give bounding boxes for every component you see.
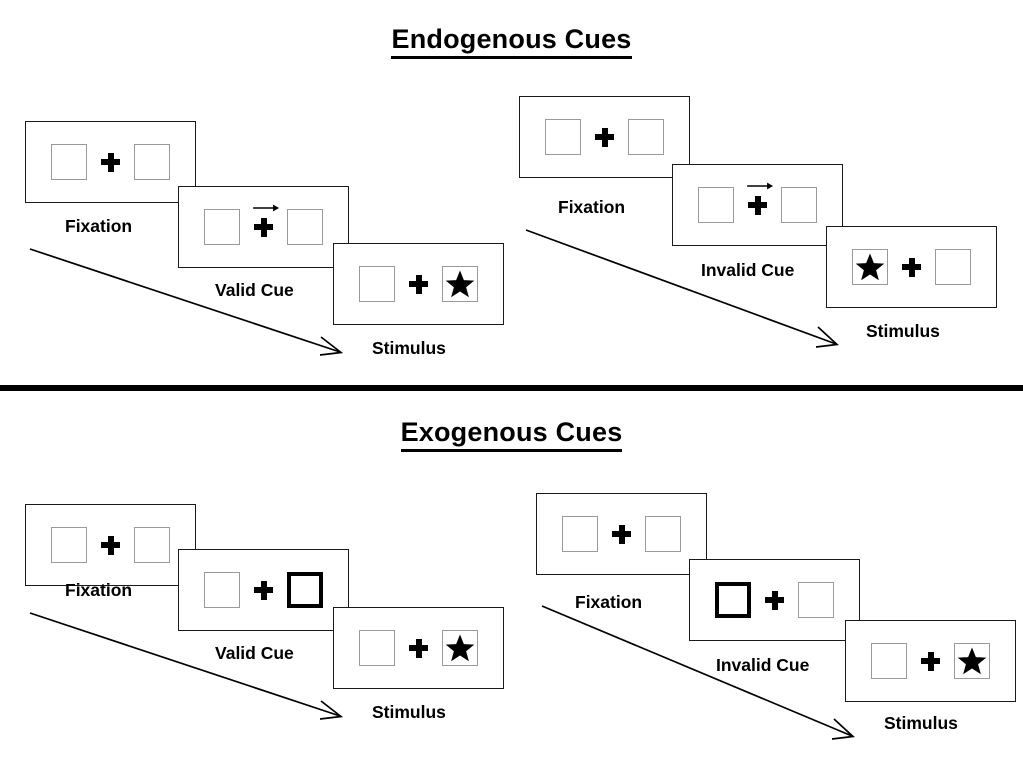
placeholder-box-left xyxy=(204,572,240,608)
placeholder-box-right xyxy=(134,527,170,563)
caption-endogenous-valid-fixation: Fixation xyxy=(65,216,133,236)
panel-endogenous-valid-stimulus xyxy=(333,243,504,325)
panel-inner xyxy=(359,630,478,666)
caption-exogenous-valid-stimulus: Stimulus xyxy=(372,702,446,722)
placeholder-box-right xyxy=(134,144,170,180)
placeholder-box-right xyxy=(628,119,664,155)
cue-stack xyxy=(765,590,784,610)
placeholder-box-right-highlighted xyxy=(287,572,323,608)
cue-stack xyxy=(746,182,773,215)
panel-inner xyxy=(545,119,664,155)
section-title-exogenous: Exogenous Cues xyxy=(0,417,1023,452)
placeholder-box-right xyxy=(781,187,817,223)
placeholder-box-left xyxy=(852,249,888,285)
placeholder-box-right xyxy=(442,266,478,302)
panel-inner xyxy=(51,527,170,563)
caption-exogenous-valid-fixation: Fixation xyxy=(65,580,133,600)
panel-exogenous-valid-fixation xyxy=(25,504,196,586)
cue-stack xyxy=(902,257,921,277)
section-title-endogenous-text: Endogenous Cues xyxy=(391,24,632,59)
placeholder-box-left xyxy=(204,209,240,245)
panel-endogenous-invalid-fixation xyxy=(519,96,690,178)
cue-stack xyxy=(254,580,273,600)
section-title-exogenous-text: Exogenous Cues xyxy=(400,417,623,452)
placeholder-box-left xyxy=(698,187,734,223)
placeholder-box-right xyxy=(935,249,971,285)
panel-exogenous-invalid-fixation xyxy=(536,493,707,575)
panel-endogenous-invalid-cue xyxy=(672,164,843,246)
fixation-cross-icon xyxy=(101,152,120,172)
caption-exogenous-invalid-cue: Invalid Cue xyxy=(716,655,810,675)
fixation-cross-icon xyxy=(921,651,940,671)
placeholder-box-left xyxy=(359,266,395,302)
panel-exogenous-invalid-stimulus xyxy=(845,620,1016,702)
cue-stack xyxy=(409,274,428,294)
panel-inner xyxy=(204,572,323,608)
fixation-cross-icon xyxy=(101,535,120,555)
placeholder-box-left xyxy=(871,643,907,679)
placeholder-box-right xyxy=(287,209,323,245)
panel-inner xyxy=(204,204,323,245)
placeholder-box-left xyxy=(545,119,581,155)
placeholder-box-left xyxy=(51,144,87,180)
placeholder-box-left xyxy=(51,527,87,563)
cue-stack xyxy=(921,651,940,671)
caption-exogenous-invalid-fixation: Fixation xyxy=(575,592,643,612)
placeholder-box-left xyxy=(562,516,598,552)
star-icon xyxy=(445,634,475,662)
panel-inner xyxy=(871,643,990,679)
fixation-cross-icon xyxy=(409,638,428,658)
placeholder-box-right xyxy=(442,630,478,666)
fixation-cross-icon xyxy=(765,590,784,610)
section-divider xyxy=(0,385,1023,391)
caption-endogenous-valid-cue: Valid Cue xyxy=(215,280,294,300)
placeholder-box-right xyxy=(798,582,834,618)
fixation-cross-icon xyxy=(595,127,614,147)
star-icon xyxy=(855,253,885,281)
arrow-right-icon xyxy=(252,203,279,213)
cue-stack xyxy=(101,535,120,555)
panel-inner xyxy=(715,582,834,618)
panel-endogenous-invalid-stimulus xyxy=(826,226,997,308)
star-icon xyxy=(445,270,475,298)
fixation-cross-icon xyxy=(902,257,921,277)
panel-exogenous-valid-cue xyxy=(178,549,349,631)
fixation-cross-icon xyxy=(254,217,273,237)
caption-exogenous-invalid-stimulus: Stimulus xyxy=(884,713,958,733)
cue-stack xyxy=(409,638,428,658)
panel-endogenous-valid-cue xyxy=(178,186,349,268)
caption-endogenous-valid-stimulus: Stimulus xyxy=(372,338,446,358)
section-title-endogenous: Endogenous Cues xyxy=(0,24,1023,59)
caption-endogenous-invalid-fixation: Fixation xyxy=(558,197,626,217)
star-icon xyxy=(957,647,987,675)
fixation-cross-icon xyxy=(612,524,631,544)
fixation-cross-icon xyxy=(409,274,428,294)
panel-inner xyxy=(562,516,681,552)
placeholder-box-right xyxy=(645,516,681,552)
cue-stack xyxy=(612,524,631,544)
placeholder-box-right xyxy=(954,643,990,679)
panel-inner xyxy=(852,249,971,285)
fixation-cross-icon xyxy=(748,195,767,215)
arrow-right-icon xyxy=(746,181,773,191)
placeholder-box-left-highlighted xyxy=(715,582,751,618)
placeholder-box-left xyxy=(359,630,395,666)
panel-exogenous-valid-stimulus xyxy=(333,607,504,689)
caption-endogenous-invalid-cue: Invalid Cue xyxy=(701,260,795,280)
caption-exogenous-valid-cue: Valid Cue xyxy=(215,643,294,663)
panel-exogenous-invalid-cue xyxy=(689,559,860,641)
panel-inner xyxy=(359,266,478,302)
fixation-cross-icon xyxy=(254,580,273,600)
cue-stack xyxy=(595,127,614,147)
caption-endogenous-invalid-stimulus: Stimulus xyxy=(866,321,940,341)
cue-stack xyxy=(101,152,120,172)
panel-inner xyxy=(51,144,170,180)
panel-endogenous-valid-fixation xyxy=(25,121,196,203)
cue-stack xyxy=(252,204,279,237)
panel-inner xyxy=(698,182,817,223)
